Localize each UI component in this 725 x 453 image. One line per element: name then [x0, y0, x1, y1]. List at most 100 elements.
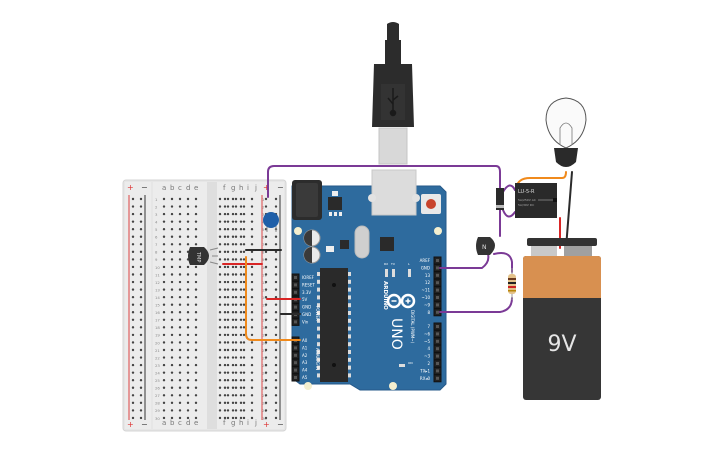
breadboard-hole[interactable] — [170, 401, 174, 405]
breadboard-hole[interactable] — [250, 371, 254, 374]
breadboard-hole[interactable] — [239, 243, 243, 246]
rail-hole[interactable] — [274, 333, 278, 337]
breadboard-hole[interactable] — [223, 258, 227, 261]
breadboard-hole[interactable] — [186, 288, 190, 291]
breadboard-hole[interactable] — [223, 228, 227, 231]
breadboard-hole[interactable] — [223, 363, 227, 367]
breadboard-hole[interactable] — [186, 371, 190, 374]
rail-hole[interactable] — [139, 205, 143, 208]
breadboard-hole[interactable] — [234, 197, 238, 201]
breadboard-hole[interactable] — [186, 363, 190, 367]
breadboard-hole[interactable] — [231, 409, 235, 412]
rail-hole[interactable] — [264, 205, 268, 208]
breadboard-hole[interactable] — [162, 326, 166, 329]
breadboard-hole[interactable] — [194, 303, 198, 306]
breadboard-hole[interactable] — [226, 363, 230, 367]
breadboard-hole[interactable] — [231, 295, 235, 299]
breadboard-hole[interactable] — [170, 416, 174, 420]
wire-purple-relay-coil1[interactable] — [502, 184, 516, 193]
rail-hole[interactable] — [274, 318, 278, 321]
breadboard-hole[interactable] — [194, 220, 198, 223]
breadboard-hole[interactable] — [178, 333, 182, 337]
breadboard-hole[interactable] — [231, 341, 235, 344]
breadboard-hole[interactable] — [226, 318, 230, 321]
breadboard-hole[interactable] — [226, 228, 230, 231]
breadboard-hole[interactable] — [226, 311, 230, 314]
breadboard-hole[interactable] — [250, 250, 254, 254]
breadboard-hole[interactable] — [170, 243, 174, 246]
rail-hole[interactable] — [131, 197, 135, 201]
rail-hole[interactable] — [131, 416, 135, 420]
breadboard-hole[interactable] — [170, 333, 174, 337]
wire-black-battery[interactable] — [565, 171, 573, 249]
rail-hole[interactable] — [264, 295, 268, 299]
breadboard-hole[interactable] — [234, 205, 238, 208]
breadboard-hole[interactable] — [226, 197, 230, 201]
breadboard-hole[interactable] — [186, 273, 190, 276]
breadboard-hole[interactable] — [239, 416, 243, 420]
rail-hole[interactable] — [264, 311, 268, 314]
rail-hole[interactable] — [264, 197, 268, 201]
breadboard-hole[interactable] — [231, 363, 235, 367]
breadboard-hole[interactable] — [250, 258, 254, 261]
wire-purple-power[interactable] — [267, 165, 501, 198]
rail-hole[interactable] — [264, 250, 268, 254]
breadboard-hole[interactable] — [242, 394, 246, 397]
wire-orange-a0[interactable] — [245, 256, 301, 341]
breadboard-hole[interactable] — [234, 235, 238, 238]
breadboard-hole[interactable] — [231, 379, 235, 382]
battery-9v[interactable]: 9V — [523, 238, 601, 400]
breadboard-hole[interactable] — [178, 235, 182, 238]
breadboard-hole[interactable] — [234, 401, 238, 405]
breadboard-hole[interactable] — [194, 341, 198, 344]
breadboard-hole[interactable] — [250, 235, 254, 238]
rail-hole[interactable] — [264, 288, 268, 291]
breadboard-hole[interactable] — [162, 386, 166, 389]
resistor[interactable] — [508, 268, 516, 300]
breadboard-hole[interactable] — [234, 265, 238, 269]
rail-hole[interactable] — [264, 273, 268, 276]
breadboard-hole[interactable] — [223, 401, 227, 405]
breadboard-hole[interactable] — [218, 371, 222, 374]
breadboard-hole[interactable] — [223, 341, 227, 344]
rail-hole[interactable] — [131, 273, 135, 276]
breadboard-hole[interactable] — [250, 318, 254, 321]
breadboard-hole[interactable] — [218, 228, 222, 231]
breadboard-hole[interactable] — [242, 228, 246, 231]
rail-hole[interactable] — [274, 303, 278, 306]
breadboard-hole[interactable] — [218, 280, 222, 284]
breadboard-hole[interactable] — [250, 228, 254, 231]
rail-hole[interactable] — [264, 386, 268, 389]
breadboard-hole[interactable] — [186, 280, 190, 284]
breadboard-hole[interactable] — [242, 280, 246, 284]
rail-hole[interactable] — [264, 235, 268, 238]
breadboard-hole[interactable] — [223, 379, 227, 382]
breadboard-hole[interactable] — [242, 386, 246, 389]
breadboard-hole[interactable] — [239, 379, 243, 382]
breadboard-hole[interactable] — [218, 243, 222, 246]
breadboard-hole[interactable] — [231, 348, 235, 352]
breadboard-hole[interactable] — [223, 243, 227, 246]
rail-hole[interactable] — [131, 228, 135, 231]
breadboard-hole[interactable] — [218, 416, 222, 420]
rail-hole[interactable] — [131, 288, 135, 291]
breadboard-hole[interactable] — [186, 326, 190, 329]
breadboard-hole[interactable] — [250, 311, 254, 314]
breadboard-hole[interactable] — [218, 273, 222, 276]
breadboard-hole[interactable] — [242, 409, 246, 412]
breadboard-hole[interactable] — [239, 311, 243, 314]
rail-hole[interactable] — [139, 258, 143, 261]
rail-hole[interactable] — [139, 409, 143, 412]
breadboard-hole[interactable] — [223, 212, 227, 216]
rail-hole[interactable] — [274, 205, 278, 208]
breadboard-hole[interactable] — [226, 416, 230, 420]
breadboard-hole[interactable] — [170, 363, 174, 367]
breadboard-hole[interactable] — [231, 386, 235, 389]
breadboard-hole[interactable] — [194, 212, 198, 216]
breadboard-hole[interactable] — [223, 288, 227, 291]
breadboard-hole[interactable] — [239, 401, 243, 405]
breadboard-hole[interactable] — [231, 280, 235, 284]
breadboard-hole[interactable] — [226, 280, 230, 284]
breadboard-hole[interactable] — [162, 295, 166, 299]
breadboard-hole[interactable] — [223, 220, 227, 223]
